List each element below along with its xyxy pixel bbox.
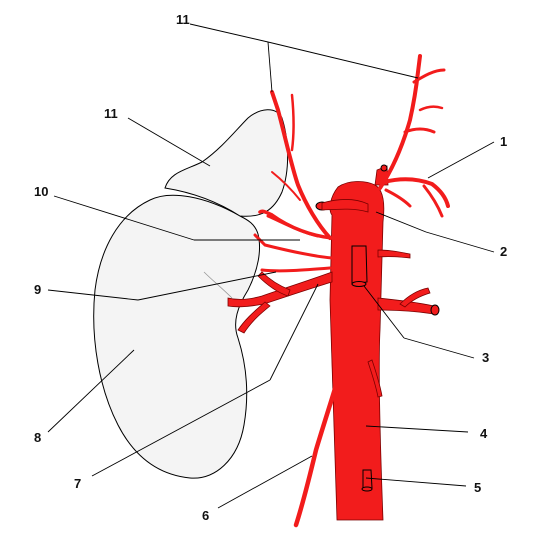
left-ascending-artery [270,90,332,240]
label-1: 1 [500,134,507,149]
label-5: 5 [474,480,481,495]
leader-lines [47,23,495,509]
kidney-organ [93,109,289,479]
label-3: 3 [482,350,489,365]
label-8: 8 [34,430,41,445]
thin-arteries [253,54,450,528]
label-7: 7 [74,476,81,491]
label-10: 10 [34,184,48,199]
label-6: 6 [202,508,209,523]
right-ascending-artery [378,54,422,190]
label-11-left: 11 [104,106,118,121]
descending-artery [293,362,345,528]
label-9: 9 [34,282,41,297]
vessels [227,164,440,521]
label-11-top: 11 [176,12,190,27]
label-4: 4 [480,426,488,441]
label-2: 2 [500,244,507,259]
labels: 11 11 1 10 2 9 3 8 4 7 5 6 [34,12,507,523]
aorta [329,181,385,521]
